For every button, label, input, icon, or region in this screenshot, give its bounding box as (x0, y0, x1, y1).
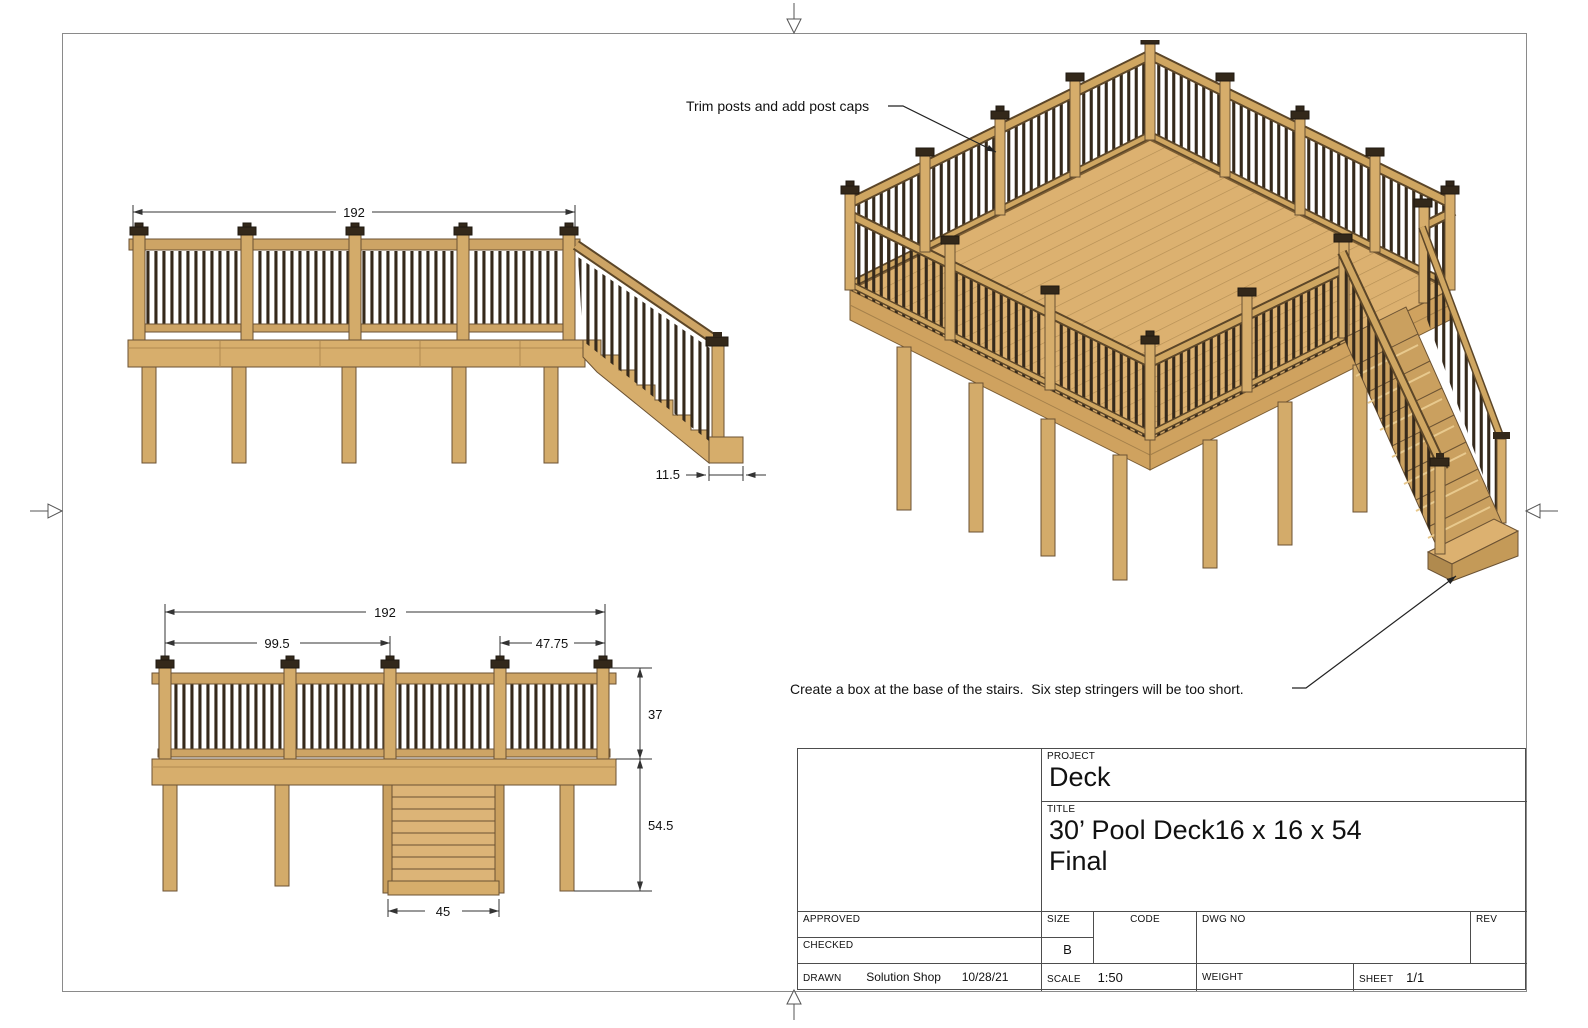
checked-label: CHECKED (803, 940, 854, 951)
drawn-label: DRAWN (803, 973, 842, 984)
front-dim-45-label: 45 (436, 904, 450, 919)
front-railing (151, 655, 617, 760)
code-cell: CODE (1093, 911, 1196, 963)
titleblock-project-cell: PROJECT Deck (1041, 749, 1527, 801)
iso-support-posts (896, 346, 1368, 581)
front-elevation-view: 192 99.5 47.75 (151, 604, 673, 919)
size-cell: SIZE (1041, 911, 1093, 937)
front-deck-rim (151, 758, 617, 786)
front-dim-192-label: 192 (374, 605, 396, 620)
front-stairs (382, 784, 505, 896)
annotation-stair-box: Create a box at the base of the stairs. … (790, 681, 1244, 697)
side-railing (128, 222, 581, 341)
side-post-caps (129, 222, 579, 236)
center-mark-top-icon (786, 3, 802, 35)
project-value: Deck (1049, 762, 1111, 792)
front-dim-99-5-label: 99.5 (264, 636, 289, 651)
front-support-posts (162, 784, 575, 892)
front-dim-47-75-label: 47.75 (536, 636, 569, 651)
annotation-trim-posts: Trim posts and add post caps (686, 98, 870, 114)
dwg-no-label: DWG NO (1202, 914, 1246, 925)
dwg-no-cell: DWG NO (1196, 911, 1470, 963)
scale-value: 1:50 (1097, 970, 1123, 985)
isometric-view (840, 40, 1520, 582)
front-dims-top (164, 604, 606, 664)
sheet-cell: SHEET 1/1 (1353, 963, 1527, 991)
scale-cell: SCALE 1:50 (1041, 963, 1196, 991)
weight-cell: WEIGHT (1196, 963, 1353, 991)
drawn-cell: DRAWN Solution Shop 10/28/21 (798, 963, 1041, 991)
drawn-by: Solution Shop (866, 970, 941, 984)
side-support-posts (141, 366, 559, 464)
side-dim-11-5 (686, 466, 766, 481)
size-value-cell: B (1041, 937, 1093, 963)
code-label: CODE (1130, 914, 1160, 925)
title-line1: 30’ Pool Deck16 x 16 x 54 (1049, 815, 1362, 845)
size-value: B (1063, 942, 1072, 957)
front-dim-37-label: 37 (648, 707, 662, 722)
front-dims-right (574, 667, 652, 892)
titleblock-empty-cell (798, 749, 1041, 911)
sheet-label: SHEET (1359, 974, 1394, 985)
checked-cell: CHECKED (798, 937, 1041, 963)
title-label: TITLE (1047, 804, 1076, 815)
center-mark-left-icon (30, 503, 64, 519)
rev-label: REV (1476, 914, 1498, 925)
front-dim-54-5-label: 54.5 (648, 818, 673, 833)
approved-label: APPROVED (803, 914, 861, 925)
rev-cell: REV (1470, 911, 1527, 963)
titleblock-title-cell: TITLE 30’ Pool Deck16 x 16 x 54 Final (1041, 801, 1527, 911)
approved-cell: APPROVED (798, 911, 1041, 937)
front-dim-45 (387, 899, 500, 917)
sheet-value: 1/1 (1406, 970, 1425, 985)
center-mark-bottom-icon (786, 988, 802, 1020)
side-stairs (572, 240, 744, 465)
weight-label: WEIGHT (1202, 972, 1244, 983)
center-mark-right-icon (1524, 503, 1558, 519)
side-dim-11-5-label: 11.5 (656, 467, 680, 482)
drawn-date: 10/28/21 (961, 970, 1009, 984)
title-block: PROJECT Deck TITLE 30’ Pool Deck16 x 16 … (797, 748, 1527, 991)
iso-stairs (1337, 225, 1520, 582)
size-label: SIZE (1047, 914, 1071, 925)
title-line2: Final (1049, 846, 1108, 877)
side-deck-rim (127, 339, 586, 368)
project-label: PROJECT (1047, 751, 1096, 762)
side-elevation-view: 192 (127, 205, 766, 482)
scale-label: SCALE (1047, 974, 1081, 985)
side-dim-192-label: 192 (343, 205, 365, 220)
